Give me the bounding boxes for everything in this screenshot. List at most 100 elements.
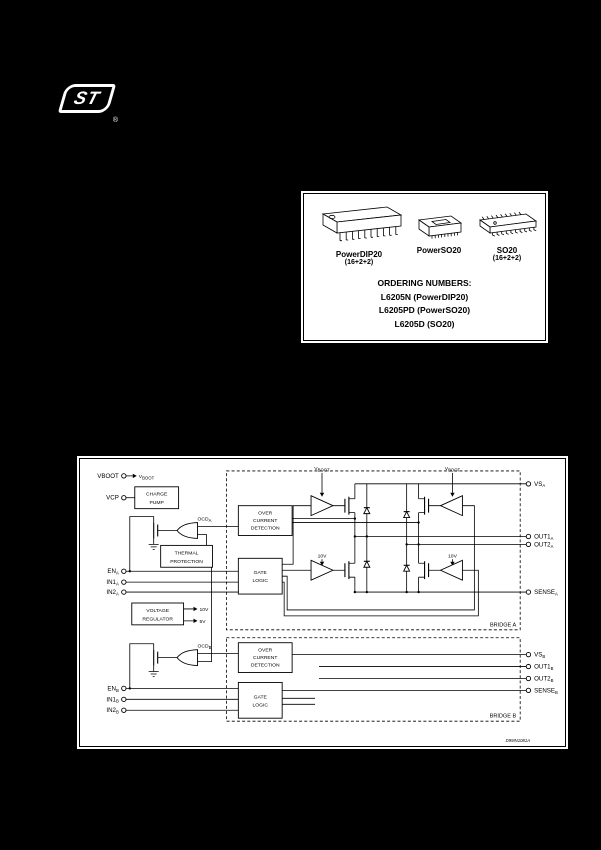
st-logo: ST ® <box>57 84 120 124</box>
ocd-b-label: OCDB <box>198 644 212 650</box>
gate-driver-hs-right <box>439 495 463 517</box>
body-diode-ls-right <box>402 544 411 593</box>
svg-text:CURRENT: CURRENT <box>253 518 277 524</box>
svg-text:VOLTAGE: VOLTAGE <box>146 608 169 614</box>
over-current-detection-b-block: OVER CURRENT DETECTION <box>237 642 293 673</box>
ocd-or-gate-b <box>176 649 198 667</box>
pin-label-out1b: OUT1B <box>534 664 553 671</box>
pin-label-out2b: OUT2B <box>534 675 553 682</box>
mosfet-hs-left <box>344 483 356 593</box>
thermal-to-gate-a-wire <box>197 534 207 546</box>
ocd-a-sense-wires <box>292 518 419 523</box>
pin-label-in1b: IN1B <box>106 696 119 703</box>
charge-pump-block: CHARGE PUMP <box>134 486 180 510</box>
pin-label-ena: ENA <box>107 568 119 575</box>
ordering-numbers: ORDERING NUMBERS: L6205N (PowerDIP20) L6… <box>304 278 545 329</box>
svg-text:CHARGE: CHARGE <box>146 492 168 498</box>
gate-logic-a-block: GATE LOGIC <box>237 557 283 595</box>
gate-logic-a-output-wires <box>282 505 479 617</box>
registered-mark: ® <box>112 117 118 124</box>
ocd-a-label: OCDA <box>198 517 212 523</box>
svg-text:PUMP: PUMP <box>149 500 164 506</box>
package-name: PowerSO20 <box>416 246 462 255</box>
package-pin-count: (16+2+2) <box>492 255 522 262</box>
pin-label-out1a: OUT1A <box>534 533 553 540</box>
bridge-b-box <box>225 637 521 722</box>
block-diagram: BRIDGE A BRIDGE B VBOOT VBOO <box>79 458 566 747</box>
svg-text:GATE: GATE <box>254 694 268 700</box>
package-ordering-box: PowerDIP20 (16+2+2) PowerSO20 <box>303 193 546 341</box>
bridge-a-box <box>225 470 521 631</box>
gate-driver-hs-left <box>310 495 335 517</box>
right-pins: VSA OUT1A OUT2A SENSEA VSB OUT1B OUT2B S… <box>525 481 558 695</box>
body-diode-ls-left <box>363 536 371 593</box>
10v-label-2: 10V <box>448 553 458 559</box>
ocd-fet-a <box>129 516 178 572</box>
powerdip20-package-image <box>321 206 403 242</box>
thermal-to-gate-b-wire <box>197 567 212 662</box>
powerso20-figure: PowerSO20 <box>408 210 470 255</box>
body-diode-hs-right <box>402 483 411 545</box>
ordering-item: L6205D (SO20) <box>394 318 455 329</box>
svg-text:DETECTION: DETECTION <box>251 526 280 532</box>
reg-10v-label: 10V <box>200 607 210 613</box>
svg-text:OVER: OVER <box>258 648 273 654</box>
left-pin-wires <box>125 475 239 711</box>
svg-text:DETECTION: DETECTION <box>251 663 280 669</box>
gate-logic-b-output-wires <box>282 697 316 705</box>
svg-text:THERMAL: THERMAL <box>175 550 199 556</box>
ground-symbol <box>148 671 159 677</box>
vboot-label-1: VBOOT <box>314 466 330 472</box>
ordering-title: ORDERING NUMBERS: <box>377 278 472 288</box>
gate-driver-ls-left <box>310 559 335 581</box>
svg-text:LOGIC: LOGIC <box>253 578 269 584</box>
ordering-item: L6205PD (PowerSO20) <box>378 305 471 315</box>
svg-text:PROTECTION: PROTECTION <box>170 559 203 565</box>
so20-figure: SO20 (16+2+2) <box>472 208 542 262</box>
ordering-item: L6205N (PowerDIP20) <box>380 291 469 302</box>
vboot-internal-label: VBOOT <box>139 474 155 480</box>
st-logo-text: ST <box>71 88 103 108</box>
ocd-or-gate-a <box>176 522 198 539</box>
mosfet-hs-right <box>418 483 430 593</box>
svg-text:LOGIC: LOGIC <box>253 702 269 708</box>
pin-label-vboot: VBOOT <box>97 473 119 480</box>
pin-label-out2a: OUT2A <box>534 541 553 548</box>
thermal-protection-block: THERMAL PROTECTION <box>160 544 213 568</box>
powerdip20-figure: PowerDIP20 (16+2+2) <box>310 202 408 266</box>
left-pins: VBOOT VCP ENA IN1A IN2A ENB IN1B IN2B <box>97 473 127 715</box>
pin-label-senseb: SENSEB <box>534 687 558 694</box>
so20-package-image <box>478 211 538 237</box>
over-current-detection-a-block: OVER CURRENT DETECTION <box>237 505 293 536</box>
pin-label-sensea: SENSEA <box>534 589 558 596</box>
block-diagram-svg: BRIDGE A BRIDGE B VBOOT VBOO <box>97 466 558 743</box>
bridge-b-label: BRIDGE B <box>490 714 517 720</box>
pin-label-vcp: VCP <box>106 495 119 502</box>
figure-id: D99IN1081A <box>506 738 531 743</box>
body-diode-hs-left <box>363 483 371 537</box>
mosfet-ls-left <box>344 561 355 580</box>
pin-label-in2b: IN2B <box>106 707 119 714</box>
svg-text:OVER: OVER <box>258 511 273 517</box>
pin-label-vsb: VSB <box>534 652 545 659</box>
svg-text:CURRENT: CURRENT <box>253 655 277 661</box>
bridge-a-label: BRIDGE A <box>490 622 517 628</box>
pin-label-in1a: IN1A <box>106 579 119 586</box>
powerso20-package-image <box>417 215 463 239</box>
pin-label-in2a: IN2A <box>106 589 119 596</box>
junction-dots <box>128 517 420 690</box>
pin-label-enb: ENB <box>107 685 119 692</box>
reg-5v-label: 5V <box>200 619 207 625</box>
pin-label-vsa: VSA <box>534 481 545 488</box>
vboot-arrowhead <box>132 473 137 479</box>
bridge-a-power-stage: VBOOT VBOOT 10V 10V <box>128 466 527 690</box>
10v-label-1: 10V <box>318 553 328 559</box>
mosfet-ls-right <box>418 561 430 580</box>
ground-symbol <box>148 544 159 550</box>
voltage-regulator-block: VOLTAGE REGULATOR 10V 5V <box>131 602 210 626</box>
gate-driver-ls-right <box>439 559 463 581</box>
ocd-fet-b <box>129 643 178 689</box>
vboot-label-2: VBOOT <box>445 466 461 472</box>
st-logo-shape: ST <box>57 84 117 113</box>
